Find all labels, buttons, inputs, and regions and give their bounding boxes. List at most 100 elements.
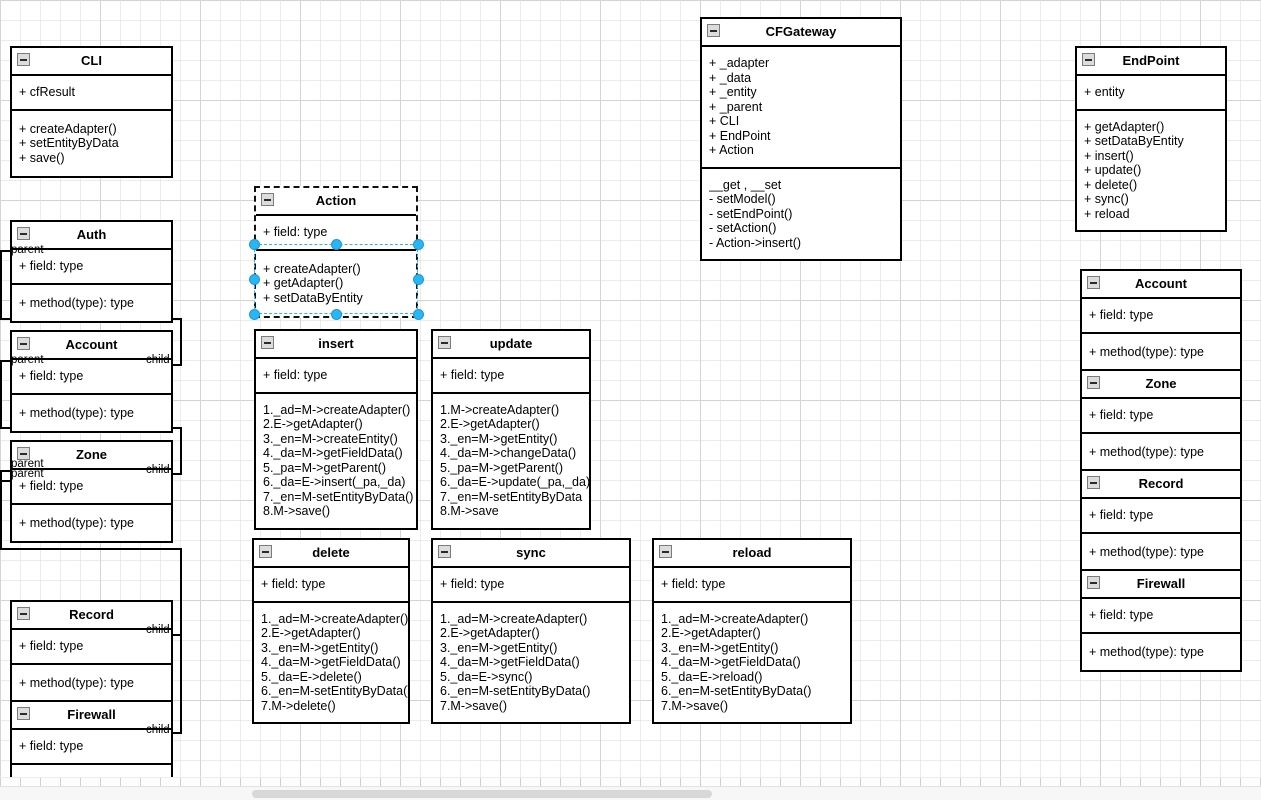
- attributes-compartment-auth[interactable]: + field: type: [12, 250, 171, 283]
- operations-compartment-cli[interactable]: + createAdapter()+ setEntityByData+ save…: [12, 108, 171, 176]
- collapse-minus-icon[interactable]: [259, 545, 272, 558]
- class-header-sync[interactable]: sync: [433, 540, 629, 568]
- operations-compartment-firewall-right[interactable]: + method(type): type: [1082, 631, 1240, 670]
- class-header-reload[interactable]: reload: [654, 540, 850, 568]
- attributes-compartment-endpoint[interactable]: + entity: [1077, 76, 1225, 109]
- collapse-minus-icon[interactable]: [261, 193, 274, 206]
- uml-class-auth[interactable]: Auth+ field: type+ method(type): type: [10, 220, 173, 323]
- uml-class-cfgateway[interactable]: CFGateway+ _adapter+ _data+ _entity+ _pa…: [700, 17, 902, 261]
- operations-compartment-endpoint[interactable]: + getAdapter()+ setDataByEntity+ insert(…: [1077, 108, 1225, 230]
- operations-compartment-zone-left[interactable]: + method(type): type: [12, 502, 171, 541]
- class-header-zone-left[interactable]: Zone: [12, 442, 171, 470]
- operations-compartment-insert[interactable]: 1._ad=M->createAdapter()2.E->getAdapter(…: [256, 391, 416, 528]
- operations-compartment-sync[interactable]: 1._ad=M->createAdapter()2.E->getAdapter(…: [433, 600, 629, 722]
- collapse-minus-icon[interactable]: [17, 447, 30, 460]
- class-header-account-left[interactable]: Account: [12, 332, 171, 360]
- class-header-cfgateway[interactable]: CFGateway: [702, 19, 900, 47]
- resize-handle-nw[interactable]: [248, 238, 260, 250]
- operations-compartment-cfgateway[interactable]: __get , __set- setModel()- setEndPoint()…: [702, 166, 900, 259]
- collapse-minus-icon[interactable]: [17, 53, 30, 66]
- operations-compartment-auth[interactable]: + method(type): type: [12, 282, 171, 321]
- edge-label-firewall-child: child: [146, 724, 170, 736]
- attributes-compartment-sync[interactable]: + field: type: [433, 568, 629, 601]
- operations-compartment-record-right[interactable]: + method(type): type: [1082, 531, 1240, 570]
- resize-handle-s[interactable]: [330, 308, 342, 320]
- collapse-minus-icon[interactable]: [261, 336, 274, 349]
- operations-compartment-reload[interactable]: 1._ad=M->createAdapter()2.E->getAdapter(…: [654, 600, 850, 722]
- uml-class-endpoint[interactable]: EndPoint+ entity+ getAdapter()+ setDataB…: [1075, 46, 1227, 232]
- attributes-compartment-zone-right[interactable]: + field: type: [1082, 399, 1240, 432]
- attributes-compartment-cfgateway[interactable]: + _adapter+ _data+ _entity+ _parent+ CLI…: [702, 47, 900, 167]
- class-header-delete[interactable]: delete: [254, 540, 408, 568]
- collapse-minus-icon[interactable]: [1082, 53, 1095, 66]
- attributes-compartment-zone-left[interactable]: + field: type: [12, 470, 171, 503]
- class-header-record-left[interactable]: Record: [12, 602, 171, 630]
- horizontal-scrollbar[interactable]: [0, 786, 1261, 800]
- attributes-compartment-account-right[interactable]: + field: type: [1082, 299, 1240, 332]
- attributes-compartment-reload[interactable]: + field: type: [654, 568, 850, 601]
- collapse-minus-icon[interactable]: [1087, 276, 1100, 289]
- resize-handle-n[interactable]: [330, 238, 342, 250]
- operations-compartment-account-right[interactable]: + method(type): type: [1082, 331, 1240, 370]
- collapse-minus-icon[interactable]: [17, 227, 30, 240]
- attributes-compartment-firewall-left[interactable]: + field: type: [12, 730, 171, 763]
- resize-handle-sw[interactable]: [248, 308, 260, 320]
- collapse-minus-icon[interactable]: [17, 707, 30, 720]
- class-header-account-right[interactable]: Account: [1082, 271, 1240, 299]
- class-header-record-right[interactable]: Record: [1082, 471, 1240, 499]
- uml-class-cli[interactable]: CLI+ cfResult+ createAdapter()+ setEntit…: [10, 46, 173, 178]
- collapse-minus-icon[interactable]: [707, 24, 720, 37]
- collapse-minus-icon[interactable]: [1087, 576, 1100, 589]
- collapse-minus-icon[interactable]: [438, 545, 451, 558]
- class-header-update[interactable]: update: [433, 331, 589, 359]
- uml-class-firewall-right[interactable]: Firewall+ field: type+ method(type): typ…: [1080, 569, 1242, 672]
- uml-class-zone-left[interactable]: Zone+ field: type+ method(type): type: [10, 440, 173, 543]
- class-header-zone-right[interactable]: Zone: [1082, 371, 1240, 399]
- attributes-compartment-record-left[interactable]: + field: type: [12, 630, 171, 663]
- resize-handle-w[interactable]: [248, 273, 260, 285]
- class-header-insert[interactable]: insert: [256, 331, 416, 359]
- collapse-minus-icon[interactable]: [1087, 376, 1100, 389]
- collapse-minus-icon[interactable]: [17, 607, 30, 620]
- attributes-compartment-account-left[interactable]: + field: type: [12, 360, 171, 393]
- resize-handle-e[interactable]: [412, 273, 424, 285]
- attributes-compartment-record-right[interactable]: + field: type: [1082, 499, 1240, 532]
- collapse-minus-icon[interactable]: [659, 545, 672, 558]
- class-header-auth[interactable]: Auth: [12, 222, 171, 250]
- class-header-action[interactable]: Action: [256, 188, 416, 216]
- attributes-compartment-update[interactable]: + field: type: [433, 359, 589, 392]
- uml-class-action[interactable]: Action+ field: type+ createAdapter()+ ge…: [254, 186, 418, 318]
- uml-class-record-right[interactable]: Record+ field: type+ method(type): type: [1080, 469, 1242, 572]
- horizontal-scrollbar-thumb[interactable]: [252, 790, 712, 798]
- uml-class-zone-right[interactable]: Zone+ field: type+ method(type): type: [1080, 369, 1242, 472]
- collapse-minus-icon[interactable]: [438, 336, 451, 349]
- operations-compartment-update[interactable]: 1.M->createAdapter()2.E->getAdapter()3._…: [433, 391, 589, 528]
- operations-compartment-action[interactable]: + createAdapter()+ getAdapter()+ setData…: [256, 248, 416, 316]
- resize-handle-se[interactable]: [412, 308, 424, 320]
- attributes-compartment-delete[interactable]: + field: type: [254, 568, 408, 601]
- class-header-firewall-right[interactable]: Firewall: [1082, 571, 1240, 599]
- operations-compartment-delete[interactable]: 1._ad=M->createAdapter()2.E->getAdapter(…: [254, 600, 408, 722]
- operations-compartment-record-left[interactable]: + method(type): type: [12, 662, 171, 701]
- resize-handle-ne[interactable]: [412, 238, 424, 250]
- attributes-compartment-insert[interactable]: + field: type: [256, 359, 416, 392]
- operations-compartment-zone-right[interactable]: + method(type): type: [1082, 431, 1240, 470]
- uml-class-account-right[interactable]: Account+ field: type+ method(type): type: [1080, 269, 1242, 372]
- class-header-cli[interactable]: CLI: [12, 48, 171, 76]
- uml-class-account-left[interactable]: Account+ field: type+ method(type): type: [10, 330, 173, 433]
- operations-compartment-account-left[interactable]: + method(type): type: [12, 392, 171, 431]
- class-header-firewall-left[interactable]: Firewall: [12, 702, 171, 730]
- attributes-compartment-firewall-right[interactable]: + field: type: [1082, 599, 1240, 632]
- operation-row: 2.E->getAdapter(): [261, 626, 361, 640]
- collapse-minus-icon[interactable]: [1087, 476, 1100, 489]
- class-header-endpoint[interactable]: EndPoint: [1077, 48, 1225, 76]
- collapse-minus-icon[interactable]: [17, 337, 30, 350]
- attributes-compartment-cli[interactable]: + cfResult: [12, 76, 171, 109]
- uml-class-record-left[interactable]: Record+ field: type+ method(type): type: [10, 600, 173, 703]
